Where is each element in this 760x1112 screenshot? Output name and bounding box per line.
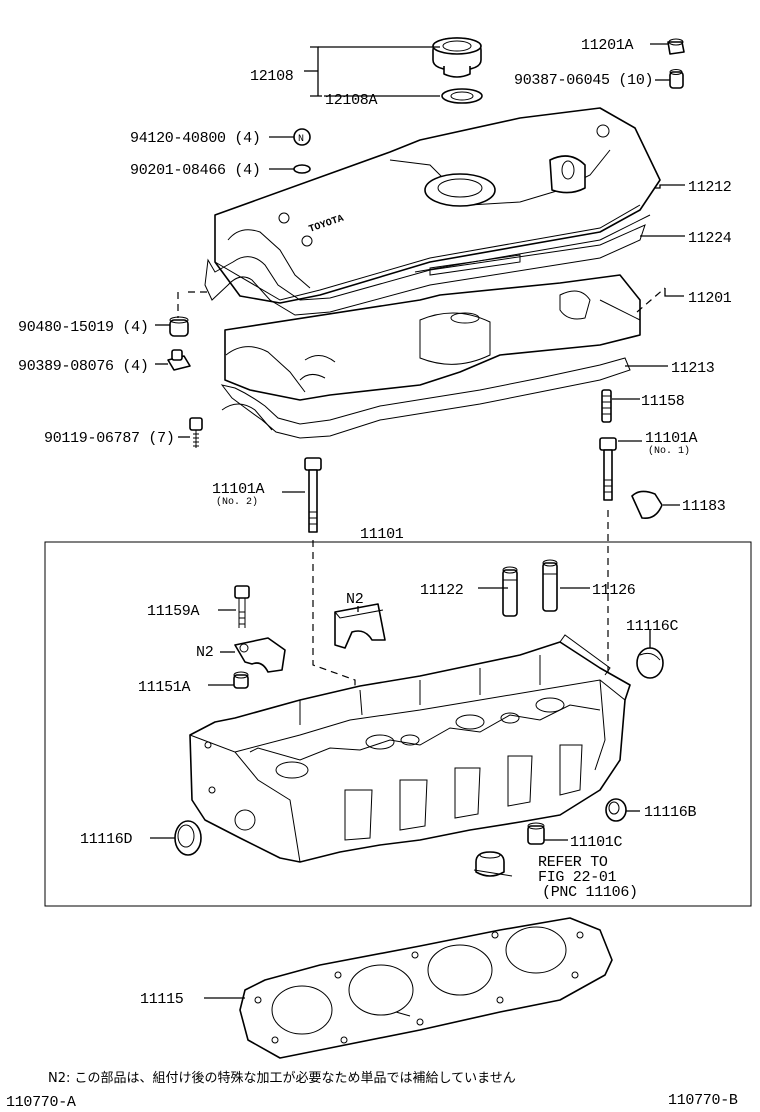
label-11116B: 11116B [644,804,697,821]
label-11201: 11201 [688,290,732,307]
stud-11158 [601,389,612,423]
camshaft-housing [224,274,641,401]
label-11101A-no2-sub: (No. 2) [216,496,258,508]
plug-11116D [174,820,202,856]
part-90387 [669,69,684,89]
cap-gasket [441,88,483,104]
label-11122: 11122 [420,582,464,599]
bearing-cap-n2-left [234,637,286,673]
bearing-cap-n2-top [334,603,386,649]
label-11158: 11158 [641,393,685,410]
label-11101A-no1-sub: (No. 1) [648,445,690,457]
n-mark-text: N [298,134,304,145]
label-90119: 90119-06787 (7) [44,430,175,447]
plug-11183 [631,490,663,520]
valve-guide-11122 [502,566,518,617]
label-11213: 11213 [671,360,715,377]
label-11101A-no2: 11101A [212,481,265,498]
figure-id-left: 110770-A [6,1094,76,1111]
label-11126: 11126 [592,582,636,599]
head-cover [214,107,661,304]
sleeve-11101C [527,822,545,845]
label-94120: 94120-40800 (4) [130,130,261,147]
bolt-11159A [234,585,250,628]
label-11159A: 11159A [147,603,200,620]
oil-filler-cap [432,37,482,78]
label-11212: 11212 [688,179,732,196]
head-gasket-11213 [220,357,631,439]
plug-11116B [605,798,627,822]
washer-90480 [169,316,189,337]
label-11115: 11115 [140,991,184,1008]
nut-90389 [167,349,191,371]
label-11116C: 11116C [626,618,679,635]
bolt-11101A-no1 [599,437,617,501]
label-11116D: 11116D [80,831,133,848]
label-11101A-no1: 11101A [645,430,698,447]
label-12108: 12108 [250,68,294,85]
footnote-n2: N2: この部品は、組付け後の特殊な加工が必要なため単品では補給していません [48,1070,516,1086]
valve-guide-11126 [542,559,558,612]
refer-line-1: REFER TO [538,854,608,871]
cylinder-head-gasket [239,917,613,1059]
label-n2-left: N2 [196,644,213,661]
label-12108A: 12108A [325,92,378,109]
label-90201: 90201-08466 (4) [130,162,261,179]
part-11201A [667,38,685,55]
head-cover-gasket [204,214,651,316]
label-11101C: 11101C [570,834,623,851]
label-90389: 90389-08076 (4) [18,358,149,375]
label-11151A: 11151A [138,679,191,696]
plug-11116C [636,647,664,679]
bolt-11101A-no2 [304,457,322,533]
pin-11151A [233,671,249,689]
cylinder-head-box [44,541,752,907]
label-11201A: 11201A [581,37,634,54]
label-90387: 90387-06045 (10) [514,72,653,89]
figure-id-right: 110770-B [668,1092,738,1109]
label-n2-top: N2 [346,591,363,608]
seal-washer [293,164,311,174]
refer-line-2: FIG 22-01 [538,869,617,886]
label-11101: 11101 [360,526,404,543]
cylinder-head-body [189,634,631,863]
label-90480: 90480-15019 (4) [18,319,149,336]
label-11183: 11183 [682,498,726,515]
bolt-90119 [189,417,203,448]
grommet-nut-n: N [293,128,311,146]
valve-seat-ref [473,851,513,877]
label-11224: 11224 [688,230,732,247]
refer-line-3: (PNC 11106) [542,884,638,901]
